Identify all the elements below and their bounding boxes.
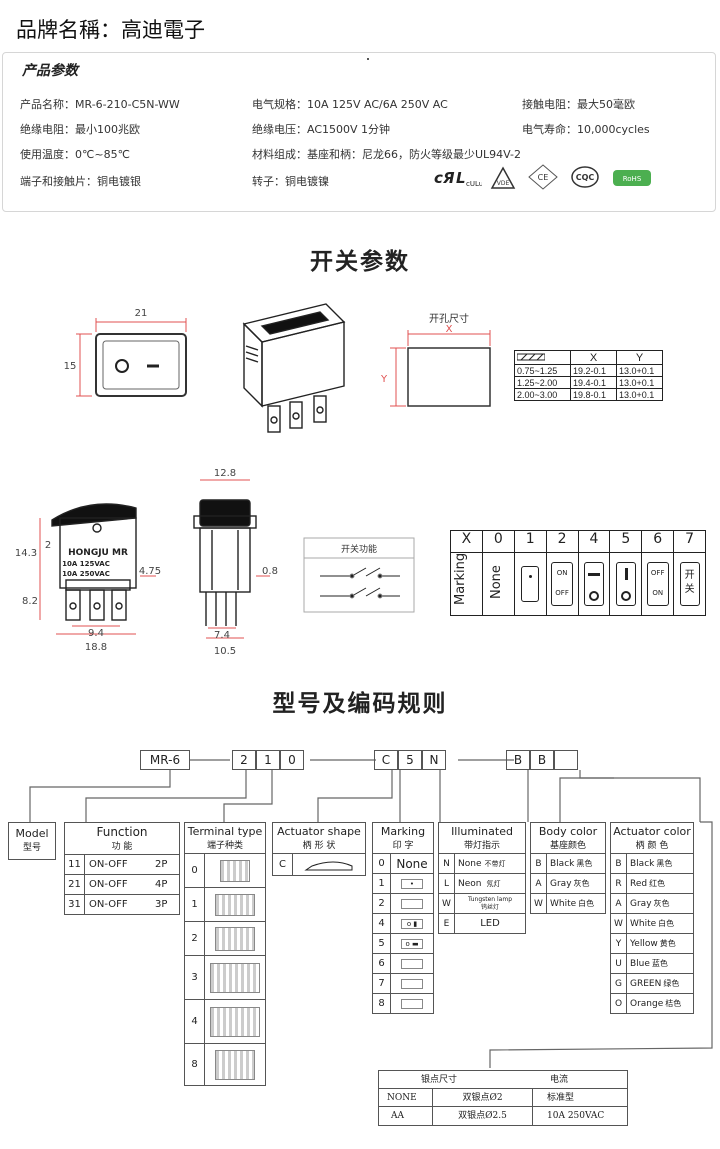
side-view-drawing: [39, 503, 156, 635]
marking-2-icon: [401, 898, 423, 909]
cutout-y-label: Y: [380, 374, 388, 385]
svg-text:c: c: [434, 169, 443, 187]
cqc-certification-logo: CQC: [570, 164, 600, 190]
svg-text:CQC: CQC: [576, 173, 595, 182]
panel-cutout-drawing: [390, 330, 491, 407]
param-terminals: 端子和接触片：铜电镀银: [20, 175, 141, 188]
terminal-4-drawing: [210, 1006, 260, 1037]
dim-4-75: 4.75: [139, 566, 161, 577]
dim-0-8: 0.8: [262, 566, 278, 577]
model-box: Model 型号: [8, 822, 56, 860]
param-temperature: 使用温度：0℃~85℃: [20, 148, 130, 161]
vde-certification-logo: VDE: [490, 166, 516, 190]
marking-5-icon: o ▬: [401, 938, 423, 949]
brand-title: 品牌名稱：高迪電子: [16, 18, 205, 42]
dim-width: 21: [135, 308, 148, 319]
code-rules-heading: 型号及编码规则: [272, 691, 448, 717]
end-view-drawing: [193, 479, 270, 639]
params-heading: 产品参数: [22, 63, 78, 79]
marking-4-icon: o ▮: [401, 918, 423, 929]
marking-6-icon: [401, 958, 423, 969]
params-panel: [2, 52, 716, 212]
param-electrical-life: 电气寿命：10,000cycles: [522, 123, 650, 136]
dim-2: 2: [45, 540, 51, 551]
dim-8-2: 8.2: [22, 596, 38, 607]
terminal-3-drawing: [210, 962, 260, 993]
cutout-label: 开孔尺寸: [429, 312, 469, 325]
housing-text-3: 10A 250VAC: [62, 570, 110, 578]
rocker-shape-icon: [304, 861, 353, 870]
dim-14-3: 14.3: [15, 548, 37, 559]
ce-certification-logo: CE: [528, 164, 558, 190]
dim-7-4: 7.4: [214, 630, 230, 641]
switch-params-heading: 开关参数: [310, 249, 410, 275]
svg-text:VDE: VDE: [497, 180, 510, 187]
front-view-drawing: [76, 318, 187, 397]
marking-8-icon: [401, 998, 423, 1009]
actuator-shape-box: Actuator shape 柄 形 状 C: [272, 822, 366, 876]
param-rotor: 转子：铜电镀镍: [252, 175, 329, 188]
dim-height: 15: [64, 361, 77, 372]
param-product-name: 产品名称：MR-6-210-C5N-WW: [20, 98, 180, 111]
decorative-dot: [367, 58, 369, 60]
dim-9-4: 9.4: [88, 628, 104, 639]
svg-text:Я: Я: [442, 169, 455, 187]
dim-10-5: 10.5: [214, 646, 236, 657]
marking-1-icon: •: [401, 878, 423, 889]
param-material: 材料组成：基座和柄：尼龙66，防火等级最少UL94V-2: [252, 148, 522, 161]
isometric-view-drawing: [242, 303, 346, 433]
code-connector-lines: [29, 759, 713, 1068]
terminal-2-drawing: [215, 926, 255, 951]
param-electrical-rating: 电气规格：10A 125V AC/6A 250V AC: [252, 98, 448, 111]
dim-18-8: 18.8: [85, 642, 107, 653]
terminal-8-drawing: [215, 1049, 255, 1080]
terminal-1-drawing: [215, 893, 255, 916]
terminal-0-drawing: [220, 859, 250, 882]
panel-thickness-icon: [516, 353, 546, 360]
svg-text:CE: CE: [538, 173, 549, 182]
param-contact-resistance: 接触电阻：最大50毫欧: [522, 98, 635, 111]
svg-text:RoHS: RoHS: [623, 175, 642, 183]
function-label: 开关功能: [341, 543, 377, 555]
terminal-type-box: Terminal type 端子种类 0 1 2 3 4 8: [184, 822, 266, 1086]
param-insulation-resistance: 绝缘电阻：最小100兆欧: [20, 123, 140, 136]
marking-7-icon: [401, 978, 423, 989]
cutout-x-label: X: [446, 324, 453, 335]
housing-text-2: 10A 125VAC: [62, 560, 110, 568]
code-boxes: MR-6 2 1 0 C 5 N B B: [140, 750, 578, 770]
dim-12-8: 12.8: [214, 468, 236, 479]
svg-text:cULus: cULus: [466, 180, 482, 188]
ul-certification-logo: cЯLcULus: [432, 166, 487, 190]
housing-text-1: HONGJU MR: [68, 548, 128, 558]
switch-function-diagram: [303, 537, 415, 613]
switch-drawings: 21 15 12.8 14.3 2 8.2 9.4 18.8 4.75 7.4 …: [15, 303, 491, 657]
param-insulation-voltage: 绝缘电压：AC1500V 1分钟: [252, 123, 391, 136]
svg-text:L: L: [456, 169, 466, 187]
rohs-compliant-logo: RoHS: [612, 166, 652, 190]
